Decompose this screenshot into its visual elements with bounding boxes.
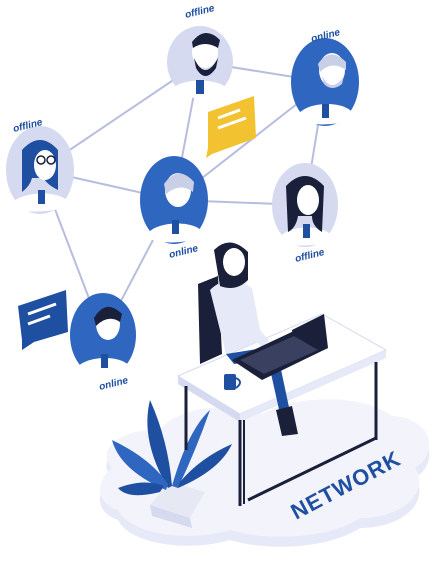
contact-bottom-left-avatar: [70, 293, 136, 378]
contact-top-right-avatar: [291, 38, 359, 126]
mug-icon: [224, 374, 241, 390]
contact-right-status: offline: [294, 247, 326, 265]
contact-right-avatar: [272, 163, 338, 247]
potted-plant: [112, 400, 232, 528]
contact-top-avatar: [167, 26, 233, 98]
contact-center-status: online: [168, 243, 200, 261]
laptop-icon: [232, 314, 328, 380]
contact-top-status: offline: [184, 3, 216, 21]
contact-center-avatar: [140, 156, 208, 244]
chat-bubble-yellow-icon: [206, 96, 256, 158]
contact-bottom-left-status: online: [98, 375, 130, 393]
chat-bubble-blue-icon: [18, 290, 68, 350]
contact-left-avatar: [6, 126, 74, 214]
